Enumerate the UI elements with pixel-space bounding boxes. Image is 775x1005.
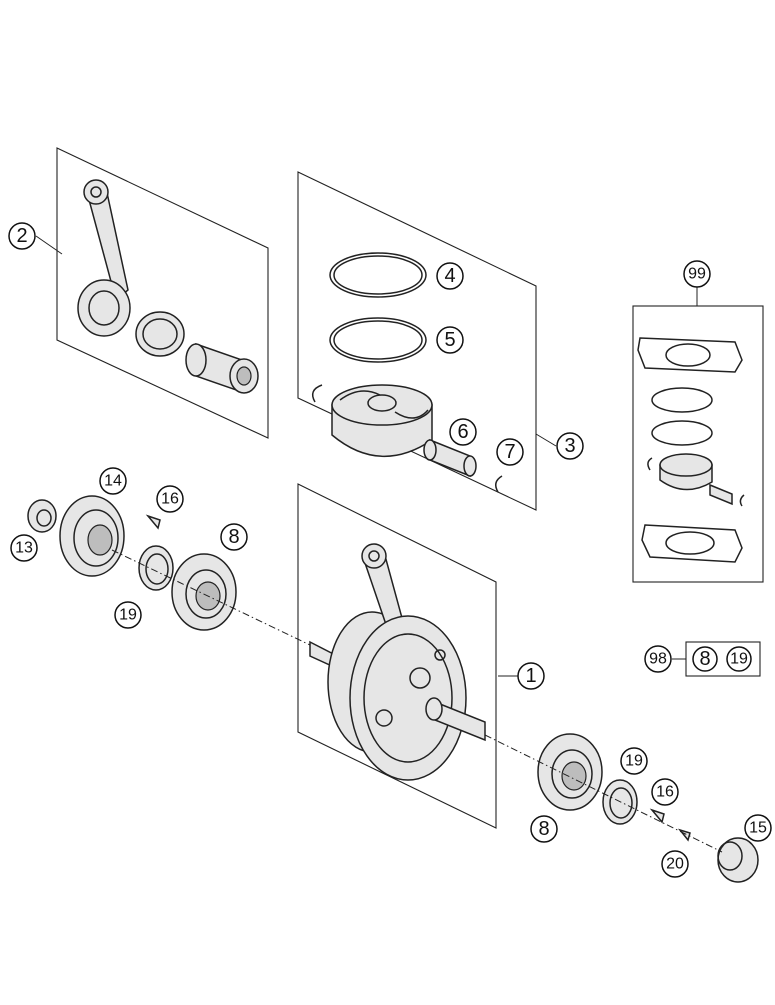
piston-ring-second-illustration xyxy=(329,317,427,363)
callout-label: 6 xyxy=(457,421,468,443)
callout-label: 19 xyxy=(625,753,643,770)
crankshaft-panel xyxy=(297,483,497,829)
piston-ring-top-illustration xyxy=(329,252,427,298)
callout-label: 99 xyxy=(688,266,706,283)
callout-4[interactable]: 4 xyxy=(436,262,464,290)
callout-14[interactable]: 14 xyxy=(99,467,127,495)
callout-label: 3 xyxy=(564,435,575,457)
crank-pin-illustration xyxy=(185,342,259,394)
bearing-sleeve-illustration xyxy=(135,311,185,357)
callout-label: 19 xyxy=(119,607,137,624)
callout-3[interactable]: 3 xyxy=(556,432,584,460)
callout-label: 4 xyxy=(444,265,455,287)
callout-99[interactable]: 99 xyxy=(683,260,711,288)
callout-label: 2 xyxy=(16,225,27,247)
callout-19-right[interactable]: 19 xyxy=(620,747,648,775)
small-piston-illustration xyxy=(659,453,713,491)
callout-label: 14 xyxy=(104,473,122,490)
callout-label: 16 xyxy=(656,784,674,801)
head-gasket-illustration xyxy=(637,337,743,373)
base-gasket-illustration xyxy=(641,524,743,563)
connecting-rod-panel xyxy=(56,147,269,439)
kit-box-item-19[interactable]: 19 xyxy=(726,646,752,672)
callout-1[interactable]: 1 xyxy=(517,662,545,690)
main-bearing-left-illustration xyxy=(171,553,237,631)
circlip-left-illustration xyxy=(311,384,323,403)
piston-kit-panel xyxy=(297,171,537,511)
callout-19-left[interactable]: 19 xyxy=(114,601,142,629)
callout-label: 8 xyxy=(538,818,549,840)
callout-label: 7 xyxy=(504,441,515,463)
main-bearing-right-illustration xyxy=(537,733,603,811)
callout-5[interactable]: 5 xyxy=(436,326,464,354)
callout-20[interactable]: 20 xyxy=(661,850,689,878)
piston-illustration xyxy=(331,384,433,458)
kit-box-item-8[interactable]: 8 xyxy=(692,646,718,672)
kit-box-item-label: 19 xyxy=(730,651,748,668)
callout-label: 8 xyxy=(228,526,239,548)
callout-label: 15 xyxy=(749,820,767,837)
callout-label: 13 xyxy=(15,540,33,557)
callout-16-upper[interactable]: 16 xyxy=(156,485,184,513)
kit-box-item-label: 8 xyxy=(699,648,710,670)
callout-label: 16 xyxy=(161,491,179,508)
leader-lines xyxy=(35,235,698,677)
callout-label: 5 xyxy=(444,329,455,351)
woodruff-key-upper-illustration xyxy=(145,514,161,530)
callout-6[interactable]: 6 xyxy=(449,418,477,446)
crank-gear-right-illustration xyxy=(717,837,759,883)
callout-8-left[interactable]: 8 xyxy=(220,523,248,551)
callout-2[interactable]: 2 xyxy=(8,222,36,250)
callout-16-lower[interactable]: 16 xyxy=(651,778,679,806)
gasket-kit-panel xyxy=(632,305,764,583)
callout-label: 20 xyxy=(666,856,684,873)
shaft-seal-left-illustration xyxy=(138,545,174,591)
callout-98[interactable]: 98 xyxy=(644,645,672,673)
callout-label: 98 xyxy=(649,651,667,668)
circlip-right-illustration xyxy=(495,475,503,493)
connecting-rod-illustration xyxy=(77,179,131,337)
crankshaft-illustration xyxy=(309,543,486,781)
primary-gear-illustration xyxy=(59,495,125,577)
crank-nut-illustration xyxy=(27,499,57,533)
callout-13[interactable]: 13 xyxy=(10,534,38,562)
callout-7[interactable]: 7 xyxy=(496,438,524,466)
woodruff-key-lower-illustration xyxy=(649,808,665,824)
piston-pin-illustration xyxy=(423,438,477,478)
callout-8-right[interactable]: 8 xyxy=(530,815,558,843)
crank-axis-right xyxy=(484,734,723,853)
callout-15[interactable]: 15 xyxy=(744,814,772,842)
callout-label: 1 xyxy=(525,665,536,687)
